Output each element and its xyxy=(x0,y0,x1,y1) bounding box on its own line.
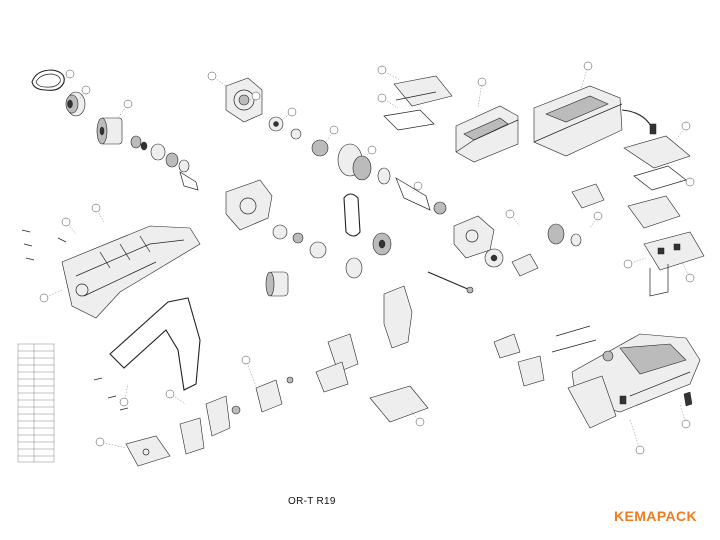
tension-arm-lever xyxy=(109,297,201,391)
membrane-gasket-right xyxy=(633,165,687,191)
display-cover-right xyxy=(623,135,691,169)
membrane-gasket-left xyxy=(383,109,435,131)
trigger-lever-parts xyxy=(493,325,693,407)
bearing-stack-left xyxy=(130,135,199,191)
gear-train-top xyxy=(268,116,447,215)
base-plate xyxy=(369,385,429,423)
battery-charger xyxy=(533,85,657,157)
drive-belt xyxy=(31,69,65,91)
brand-logo: KEMAPACK xyxy=(614,508,698,524)
main-chassis-frame xyxy=(61,225,201,319)
gear-housing-top xyxy=(225,77,263,123)
mounting-screws-left xyxy=(21,229,129,411)
gripper-plates xyxy=(179,376,294,455)
switch-bracket xyxy=(571,183,605,209)
tension-belt xyxy=(343,193,361,237)
guide-plate-bottom-left xyxy=(125,435,171,467)
control-panel-cover xyxy=(627,195,681,229)
tension-gear-set xyxy=(272,224,392,279)
battery-pack xyxy=(455,105,519,163)
torque-spec-table xyxy=(17,343,55,463)
cutter-block-assembly xyxy=(315,285,413,393)
model-label: OR-T R19 xyxy=(288,496,336,507)
motor-cylinder xyxy=(265,271,289,297)
callout-markers xyxy=(39,61,695,455)
cam-gear-set xyxy=(484,223,582,277)
battery-slot-housing xyxy=(567,375,627,429)
drive-shaft xyxy=(427,271,474,294)
battery-cover-left xyxy=(393,75,453,107)
motor-bracket xyxy=(225,179,273,231)
control-circuit-board xyxy=(643,231,705,297)
drum-roller xyxy=(96,117,123,145)
belt-pulley xyxy=(65,91,86,117)
